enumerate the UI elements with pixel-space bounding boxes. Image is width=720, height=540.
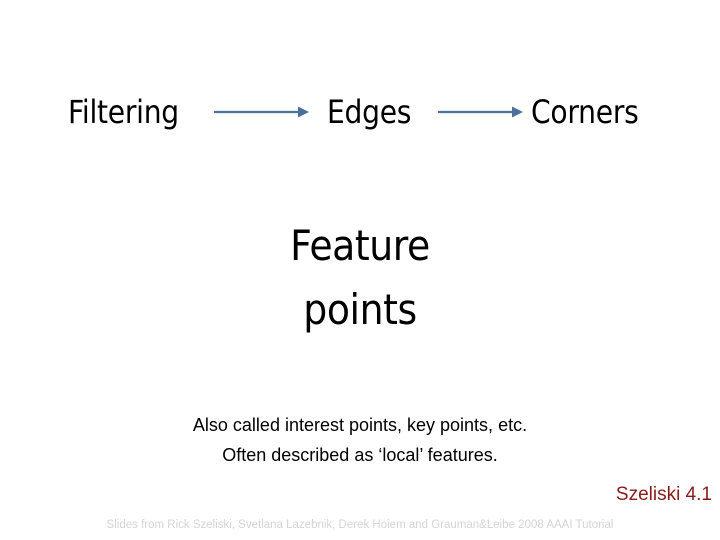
headline: Feature points (0, 214, 720, 342)
pipeline-stage-corners: Corners (531, 93, 639, 131)
textbook-reference: Szeliski 4.1 (615, 484, 712, 505)
description-line-2: Often described as ‘local’ features. (222, 445, 498, 465)
pipeline-stage-edges: Edges (327, 93, 412, 131)
pipeline-stage-filtering: Filtering (68, 93, 179, 131)
headline-line-2: points (303, 285, 417, 334)
slide-credits: Slides from Rick Szeliski, Svetlana Laze… (106, 519, 614, 531)
headline-line-1: Feature (290, 221, 430, 270)
filtering-to-edges-arrow (214, 101, 310, 123)
edges-to-corners-arrow (438, 101, 524, 123)
pipeline-diagram: Filtering Edges Corners (0, 84, 720, 140)
description-text: Also called interest points, key points,… (0, 410, 720, 470)
description-line-1: Also called interest points, key points,… (192, 415, 528, 435)
